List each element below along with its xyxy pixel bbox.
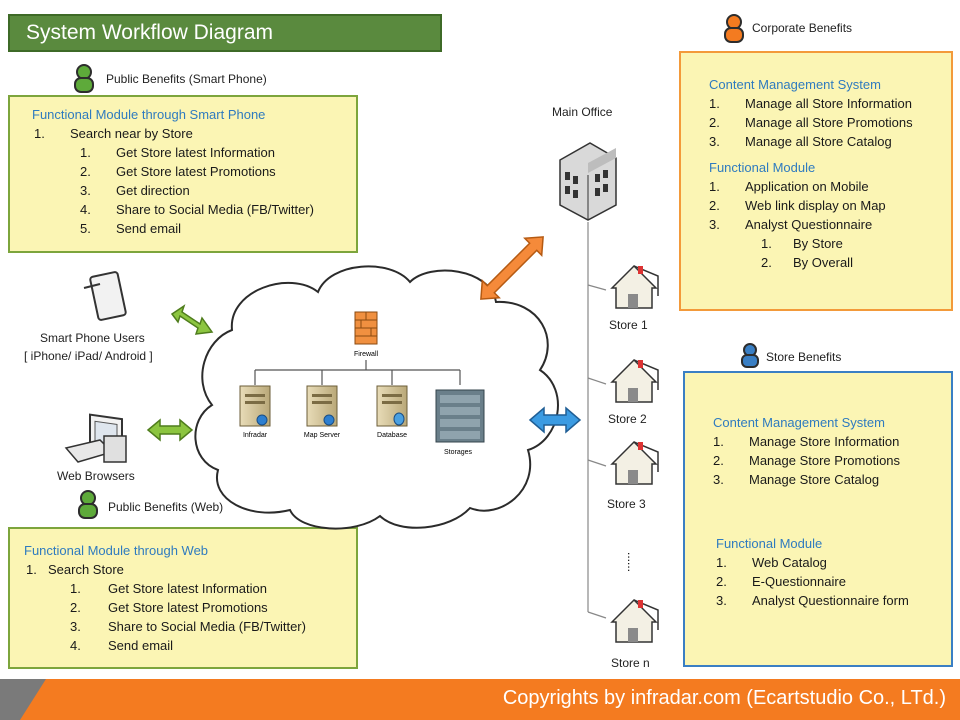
web-item-1: 1.Search Store <box>26 562 124 577</box>
web-subitem: 1.Get Store latest Information <box>70 581 267 596</box>
smartphone-subitem: 5.Send email <box>80 221 182 236</box>
public-user-web-icon <box>78 490 98 519</box>
store-cms-heading: Content Management System <box>713 415 885 430</box>
web-browsers-label: Web Browsers <box>57 469 135 483</box>
store-user-icon <box>741 343 759 368</box>
database-server-icon <box>376 385 408 427</box>
store-ellipsis: ...... <box>625 552 639 572</box>
computer-icon <box>64 413 127 463</box>
corporate-fm-subitem: 2.By Overall <box>761 255 853 270</box>
copyright-text: Copyrights by infradar.com (Ecartstudio … <box>502 687 946 709</box>
store-2-house-icon <box>610 358 659 403</box>
smartphone-cloud-arrow <box>170 304 214 335</box>
web-benefits-box: Functional Module through Web 1.Search S… <box>8 527 358 669</box>
web-benefits-label: Public Benefits (Web) <box>108 500 224 514</box>
store-benefits-box: Content Management System 1.Manage Store… <box>683 371 953 667</box>
web-module-heading: Functional Module through Web <box>24 543 209 558</box>
footer-accent <box>0 679 46 720</box>
store-fm-item: 2.E-Questionnaire <box>716 574 846 589</box>
main-office-building-icon <box>559 142 617 221</box>
smartphone-users-label: Smart Phone Users <box>40 331 145 345</box>
smartphone-subitem: 2.Get Store latest Promotions <box>80 164 276 179</box>
corporate-cms-heading: Content Management System <box>709 77 881 92</box>
smartphone-module-heading: Functional Module through Smart Phone <box>32 107 266 122</box>
storages-label: Storages <box>444 449 473 456</box>
smartphone-icon <box>83 271 127 321</box>
corporate-fm-subitem: 1.By Store <box>761 236 843 251</box>
store-n-label: Store n <box>611 656 650 670</box>
store-fm-item: 1.Web Catalog <box>716 555 827 570</box>
store-cms-item: 2.Manage Store Promotions <box>713 453 901 468</box>
corporate-cms-item: 2.Manage all Store Promotions <box>709 115 913 130</box>
workflow-diagram: Firewall Infradar Map Server Database St… <box>64 142 659 643</box>
smartphone-benefits-box: Functional Module through Smart Phone 1.… <box>8 95 358 253</box>
corporate-user-icon <box>724 14 744 43</box>
web-subitem: 3.Share to Social Media (FB/Twitter) <box>70 619 306 634</box>
corporate-benefits-box: Content Management System 1.Manage all S… <box>679 51 953 311</box>
infradar-label: Infradar <box>243 432 268 439</box>
corporate-cms-item: 1.Manage all Store Information <box>709 96 912 111</box>
smartphone-users-devices-label: [ iPhone/ iPad/ Android ] <box>24 349 153 363</box>
web-subitem: 2.Get Store latest Promotions <box>70 600 268 615</box>
store-3-label: Store 3 <box>607 497 646 511</box>
web-subitem: 4.Send email <box>70 638 174 653</box>
cloud-stores-arrow <box>528 406 582 434</box>
store-2-label: Store 2 <box>608 412 647 426</box>
public-user-smartphone-icon <box>74 64 94 93</box>
smartphone-subitem: 3.Get direction <box>80 183 190 198</box>
corporate-fm-heading: Functional Module <box>709 160 816 175</box>
cloud-main-office-arrow <box>480 236 544 300</box>
footer-bar: Copyrights by infradar.com (Ecartstudio … <box>0 679 960 720</box>
smartphone-item-1: 1.Search near by Store <box>34 126 193 141</box>
store-fm-heading: Functional Module <box>716 536 823 551</box>
corporate-fm-item: 2.Web link display on Map <box>709 198 886 213</box>
corporate-cms-item: 3.Manage all Store Catalog <box>709 134 892 149</box>
smartphone-benefits-label: Public Benefits (Smart Phone) <box>106 72 267 86</box>
firewall-label: Firewall <box>354 351 379 358</box>
storages-icon <box>435 389 485 443</box>
corporate-fm-item: 3.Analyst Questionnaire <box>709 217 873 232</box>
store-benefits-label: Store Benefits <box>766 350 842 364</box>
main-office-label: Main Office <box>552 105 613 119</box>
corporate-fm-item: 1.Application on Mobile <box>709 179 869 194</box>
smartphone-subitem: 1.Get Store latest Information <box>80 145 275 160</box>
smartphone-subitem: 4.Share to Social Media (FB/Twitter) <box>80 202 314 217</box>
map-server-icon <box>306 385 338 427</box>
page-title: System Workflow Diagram <box>8 14 442 52</box>
store-cms-item: 3.Manage Store Catalog <box>713 472 880 487</box>
store-3-house-icon <box>610 440 659 485</box>
map-server-label: Map Server <box>304 432 341 439</box>
store-1-label: Store 1 <box>609 318 648 332</box>
infradar-server-icon <box>239 385 271 427</box>
web-cloud-arrow <box>146 418 194 442</box>
corporate-benefits-label: Corporate Benefits <box>752 21 853 35</box>
firewall-icon <box>354 311 378 345</box>
store-1-house-icon <box>610 264 659 309</box>
store-fm-item: 3.Analyst Questionnaire form <box>716 593 909 608</box>
store-cms-item: 1.Manage Store Information <box>713 434 900 449</box>
database-label: Database <box>377 432 407 439</box>
store-n-house-icon <box>610 598 659 643</box>
